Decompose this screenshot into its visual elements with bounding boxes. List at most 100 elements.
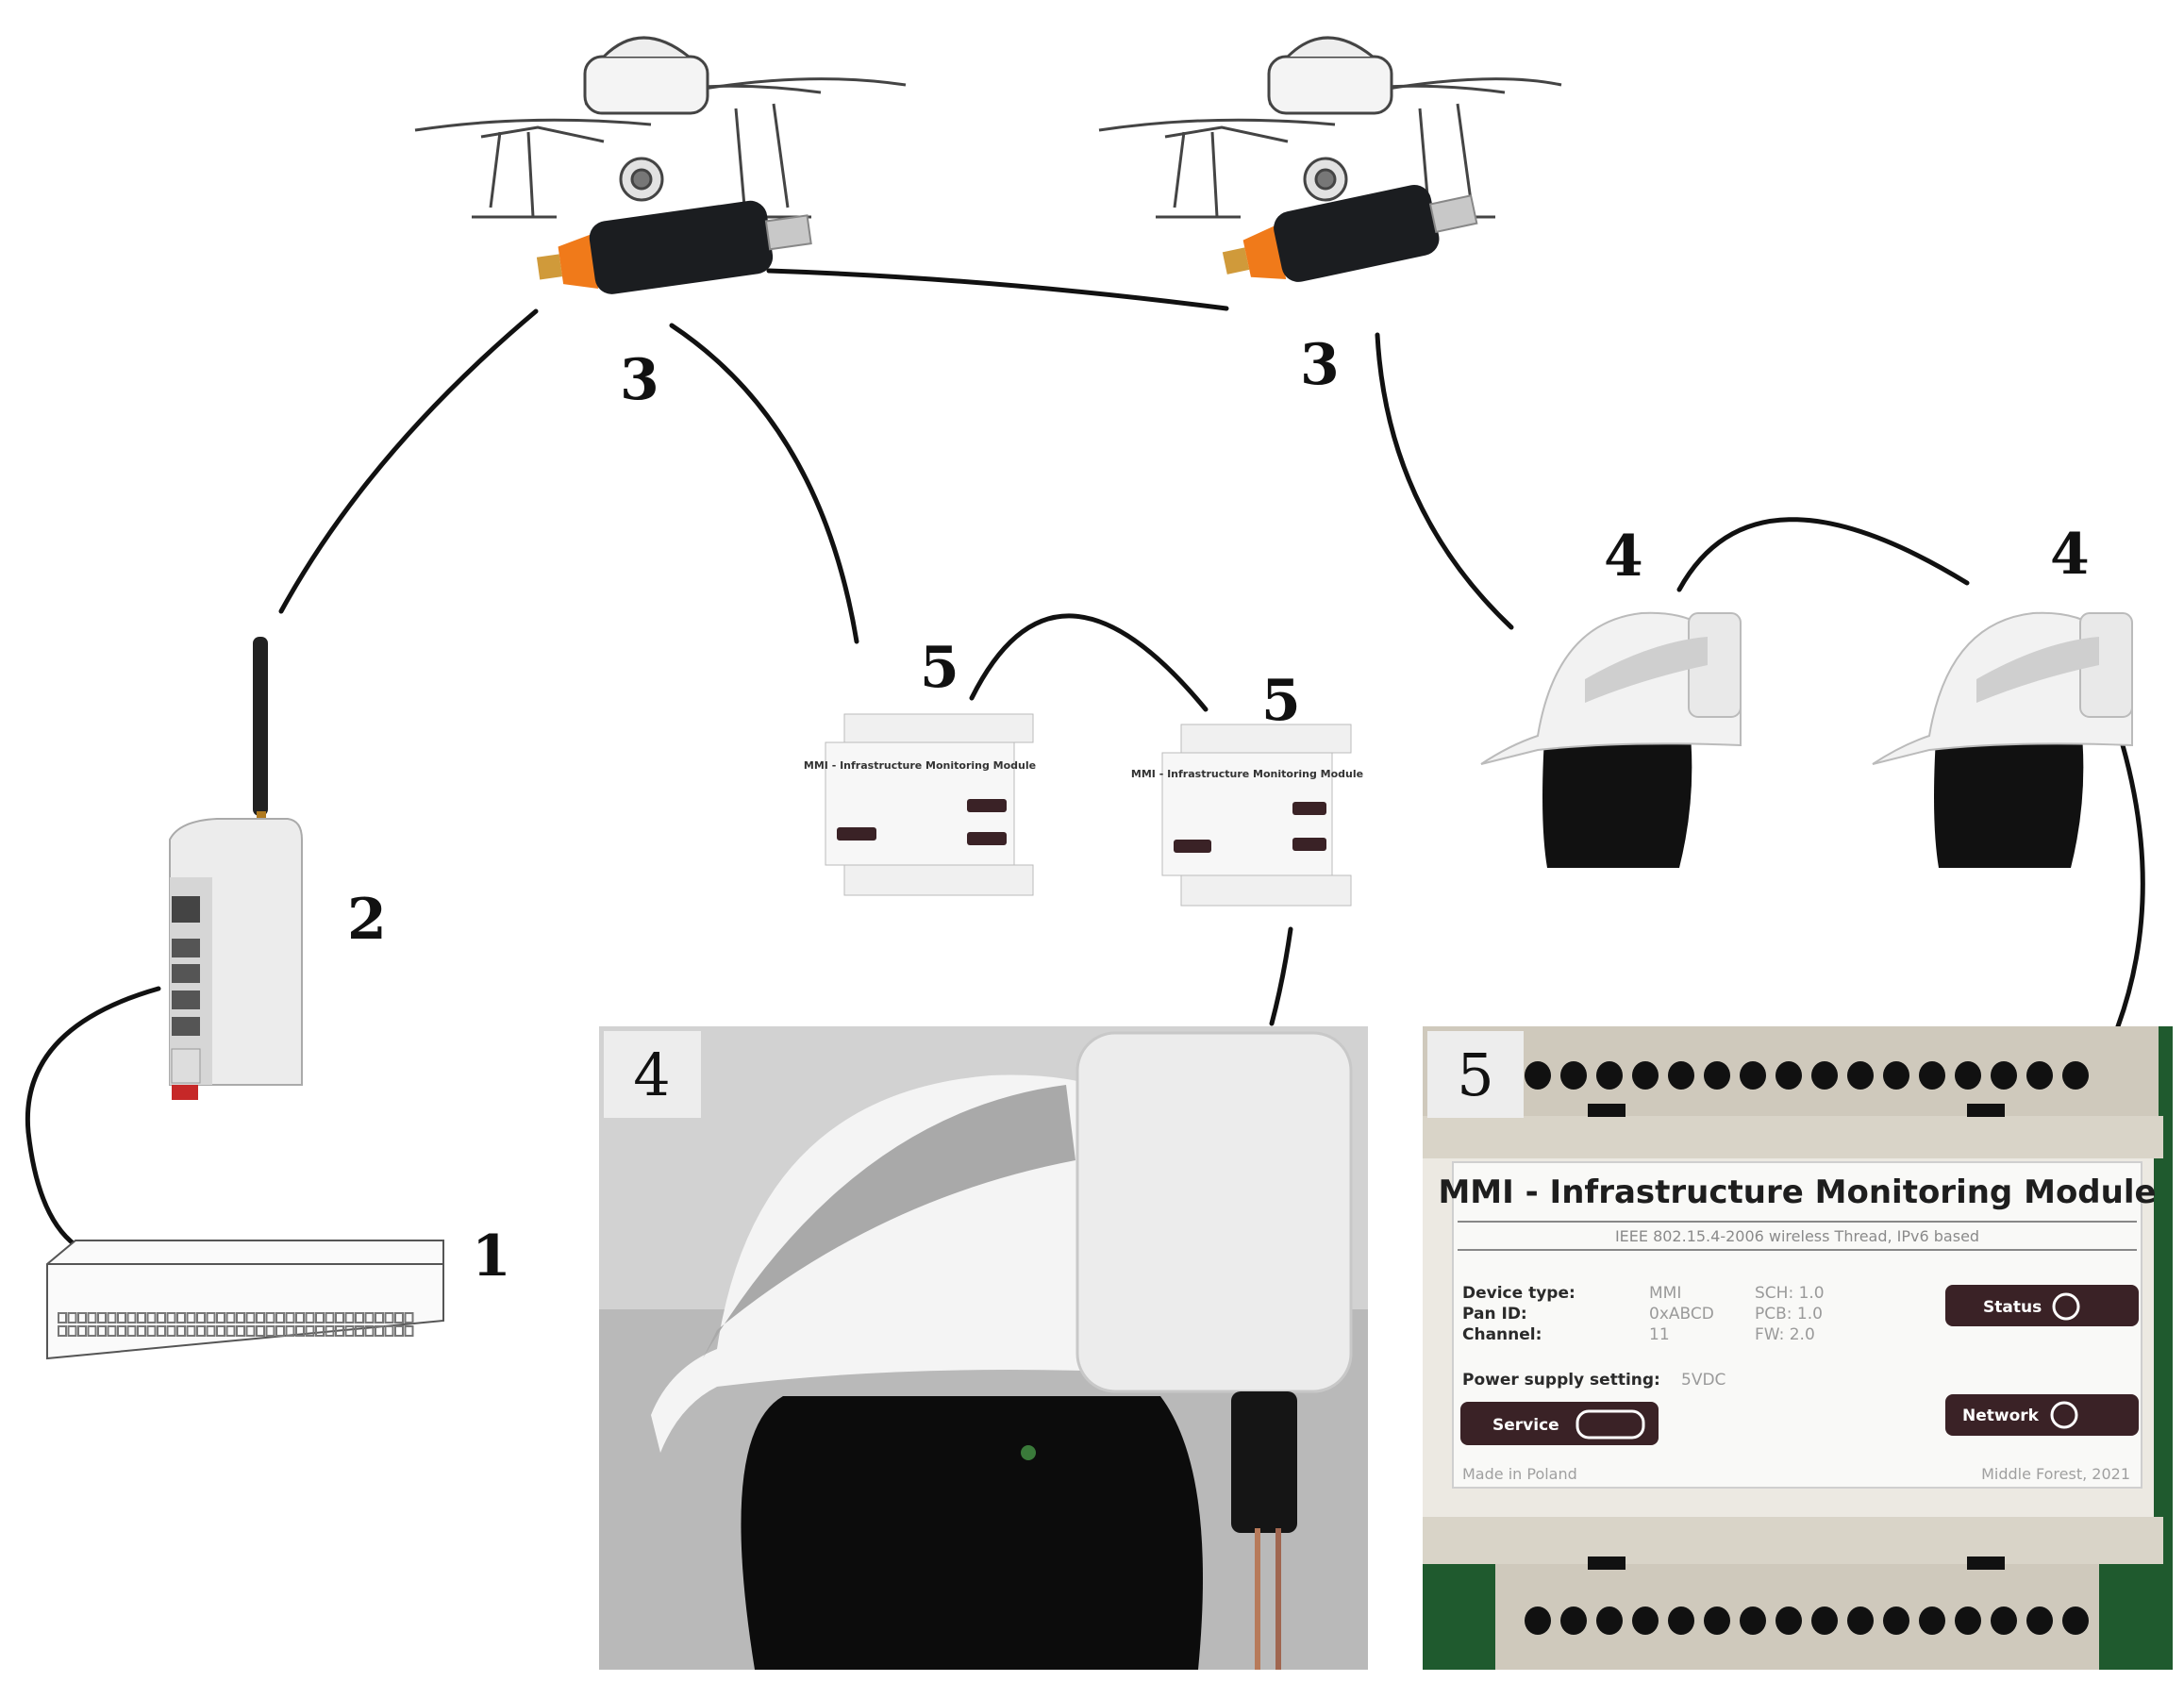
- mmi-status-label: Status: [1983, 1298, 2042, 1317]
- photo-mmi-module: MMI - Infrastructure Monitoring Module I…: [1423, 1026, 2173, 1670]
- label-switch: 1: [472, 1224, 511, 1290]
- label-module-left: 5: [920, 635, 959, 701]
- switch-port: [77, 1312, 87, 1323]
- switch-port: [186, 1325, 196, 1337]
- switch-port: [275, 1325, 285, 1337]
- switch-port: [394, 1312, 404, 1323]
- switch-port: [146, 1312, 157, 1323]
- module-left-title: MMI - Infrastructure Monitoring Module: [804, 759, 1036, 772]
- switch-port: [236, 1325, 245, 1337]
- switch-port: [67, 1325, 77, 1337]
- switch-port: [384, 1325, 394, 1337]
- terminal-hole: [1955, 1061, 1981, 1090]
- terminal-hole: [1740, 1061, 1766, 1090]
- terminal-hole: [1811, 1061, 1838, 1090]
- switch-port: [126, 1312, 137, 1323]
- terminal-hole: [1632, 1061, 1659, 1090]
- switch-port: [157, 1312, 166, 1323]
- link-gateway-drone1: [278, 308, 539, 614]
- switch-port: [295, 1312, 305, 1323]
- switch-port: [355, 1312, 364, 1323]
- gateway-device: [169, 637, 303, 1100]
- helmet-head-left: [1480, 611, 1742, 868]
- link-drone1-drone2: [766, 268, 1229, 311]
- switch-port: [87, 1312, 97, 1323]
- terminal-hole: [2062, 1061, 2089, 1090]
- switch-port: [146, 1325, 157, 1337]
- terminal-hole: [1668, 1061, 1694, 1090]
- switch-port: [265, 1325, 275, 1337]
- switch-port: [97, 1325, 107, 1337]
- mmi-fw: FW: 2.0: [1755, 1325, 1815, 1344]
- terminal-hole: [1776, 1606, 1802, 1635]
- switch-port: [364, 1312, 375, 1323]
- radio-dongle-right: [1222, 184, 1478, 282]
- label-helmet-right: 4: [2050, 522, 2090, 588]
- photo-helmet: 4: [599, 1026, 1368, 1670]
- terminal-hole: [1776, 1061, 1802, 1090]
- switch-port: [295, 1325, 305, 1337]
- switch-port: [275, 1312, 285, 1323]
- switch-port: [256, 1325, 265, 1337]
- switch-port: [97, 1312, 107, 1323]
- switch-port: [166, 1312, 176, 1323]
- switch-port: [137, 1312, 146, 1323]
- mmi-channel-key: Channel:: [1462, 1325, 1542, 1344]
- mmi-maker: Middle Forest, 2021: [1981, 1465, 2130, 1483]
- terminal-hole: [1704, 1061, 1730, 1090]
- mmi-pcb: PCB: 1.0: [1755, 1305, 1823, 1323]
- switch-port: [364, 1325, 375, 1337]
- mmi-status-button: [1945, 1285, 2139, 1326]
- terminal-hole: [1919, 1606, 1945, 1635]
- terminal-hole: [1955, 1606, 1981, 1635]
- terminal-hole: [2026, 1606, 2053, 1635]
- module-right: MMI - Infrastructure Monitoring Module: [1131, 724, 1363, 907]
- label-module-right: 5: [1261, 668, 1301, 734]
- mmi-device-type-val: MMI: [1649, 1284, 1681, 1303]
- switch-port: [166, 1325, 176, 1337]
- switch-port: [236, 1312, 245, 1323]
- mmi-title: MMI - Infrastructure Monitoring Module: [1438, 1174, 2156, 1211]
- terminal-hole: [2062, 1606, 2089, 1635]
- mmi-network-led-icon: [2050, 1401, 2078, 1429]
- mmi-status-led-icon: [2052, 1292, 2080, 1321]
- terminal-hole: [1704, 1606, 1730, 1635]
- link-module1-module2: [969, 613, 1209, 712]
- switch-port: [176, 1325, 186, 1337]
- switch-port: [126, 1325, 137, 1337]
- link-gateway-switch: [25, 986, 161, 1248]
- switch-port: [404, 1325, 414, 1337]
- connection-lines: [25, 268, 2145, 1248]
- mmi-pan-id-key: Pan ID:: [1462, 1305, 1527, 1323]
- switch-port: [325, 1312, 335, 1323]
- switch-port: [375, 1325, 384, 1337]
- switch-port: [245, 1312, 256, 1323]
- switch-port: [107, 1312, 117, 1323]
- mmi-subtitle: IEEE 802.15.4-2006 wireless Thread, IPv6…: [1615, 1227, 1979, 1245]
- mmi-device-type-key: Device type:: [1462, 1284, 1575, 1303]
- label-drone-left: 3: [620, 347, 659, 413]
- switch-port: [325, 1325, 335, 1337]
- photo-helmet-tag: 4: [633, 1040, 670, 1109]
- switch-port: [305, 1325, 315, 1337]
- terminal-hole: [1847, 1606, 1874, 1635]
- mmi-channel-val: 11: [1649, 1325, 1670, 1344]
- terminal-hole: [1525, 1061, 1551, 1090]
- switch-port: [216, 1312, 225, 1323]
- network-switch: [46, 1240, 444, 1360]
- mmi-network-button: [1945, 1394, 2139, 1436]
- switch-port: [394, 1325, 404, 1337]
- terminal-hole: [1668, 1606, 1694, 1635]
- module-left: MMI - Infrastructure Monitoring Module: [804, 713, 1036, 896]
- switch-port: [225, 1325, 236, 1337]
- switch-port: [216, 1325, 225, 1337]
- switch-port: [315, 1325, 325, 1337]
- switch-port: [206, 1312, 216, 1323]
- mmi-usb-port-icon: [1575, 1409, 1645, 1440]
- terminal-hole: [1811, 1606, 1838, 1635]
- switch-port: [344, 1312, 355, 1323]
- switch-port: [285, 1312, 295, 1323]
- helmet-head-right: [1872, 611, 2133, 868]
- switch-port: [206, 1325, 216, 1337]
- switch-port: [58, 1312, 67, 1323]
